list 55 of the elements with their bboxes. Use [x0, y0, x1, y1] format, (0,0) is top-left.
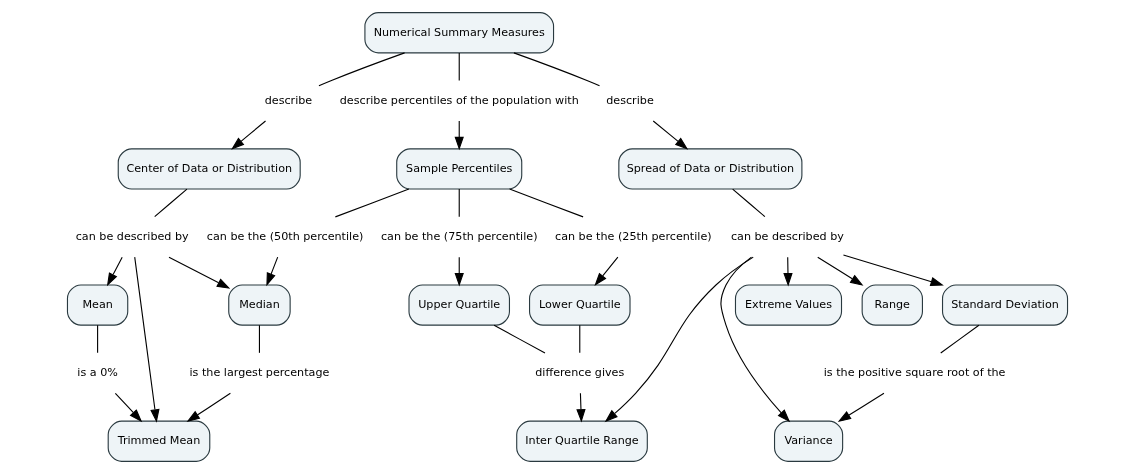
node-box: Mean — [66, 284, 129, 326]
arrow — [652, 120, 689, 150]
connector — [513, 52, 601, 87]
arrow — [842, 254, 944, 287]
node-text: describe percentiles of the population with — [339, 93, 579, 107]
node-text: can be described by — [730, 229, 844, 243]
connector — [97, 324, 99, 354]
connector — [732, 188, 766, 218]
arrow — [266, 256, 279, 287]
node-box: Inter Quartile Range — [516, 420, 648, 462]
connector — [509, 188, 584, 218]
node-text: describe — [264, 93, 313, 107]
node-text: is a 0% — [77, 365, 118, 379]
arrow — [114, 392, 143, 423]
arrow — [817, 256, 864, 286]
node-text: can be the (50th percentile) — [206, 229, 364, 243]
node-text: can be described by — [75, 229, 189, 243]
node-box: Numerical Summary Measures — [364, 12, 555, 54]
connector — [458, 188, 460, 218]
arrow — [168, 256, 231, 289]
node-box: Lower Quartile — [529, 284, 631, 326]
node-box: Upper Quartile — [408, 284, 510, 326]
node-text: is the largest percentage — [189, 365, 330, 379]
arrow — [720, 256, 791, 423]
node-text: is the positive square root of the — [823, 365, 1006, 379]
node-text: can be the (25th percentile) — [555, 229, 712, 243]
arrow — [604, 256, 754, 423]
arrow — [783, 256, 793, 287]
arrow — [837, 392, 885, 423]
arrow — [231, 120, 267, 150]
connector — [154, 188, 188, 218]
connector — [579, 324, 581, 354]
node-box: Center of Data or Distribution — [117, 148, 301, 190]
connector — [458, 52, 460, 82]
node-box: Extreme Values — [734, 284, 843, 326]
arrow — [186, 392, 231, 423]
connector — [318, 52, 406, 87]
node-box: Spread of Data or Distribution — [618, 148, 803, 190]
node-box: Median — [228, 284, 291, 326]
node-text: describe — [606, 93, 654, 107]
node-box: Range — [861, 284, 923, 326]
node-box: Sample Percentiles — [396, 148, 523, 190]
node-box: Trimmed Mean — [107, 420, 211, 462]
connector — [258, 324, 260, 354]
connector — [493, 324, 546, 354]
node-box: Variance — [774, 420, 844, 462]
arrow — [106, 256, 123, 287]
node-text: can be the (75th percentile) — [380, 229, 538, 243]
arrow — [594, 256, 619, 287]
node-text: difference gives — [535, 365, 625, 379]
arrow — [134, 256, 160, 423]
connector — [940, 324, 980, 354]
connector — [334, 188, 410, 218]
node-box: Standard Deviation — [941, 284, 1069, 326]
arrow — [576, 392, 586, 423]
